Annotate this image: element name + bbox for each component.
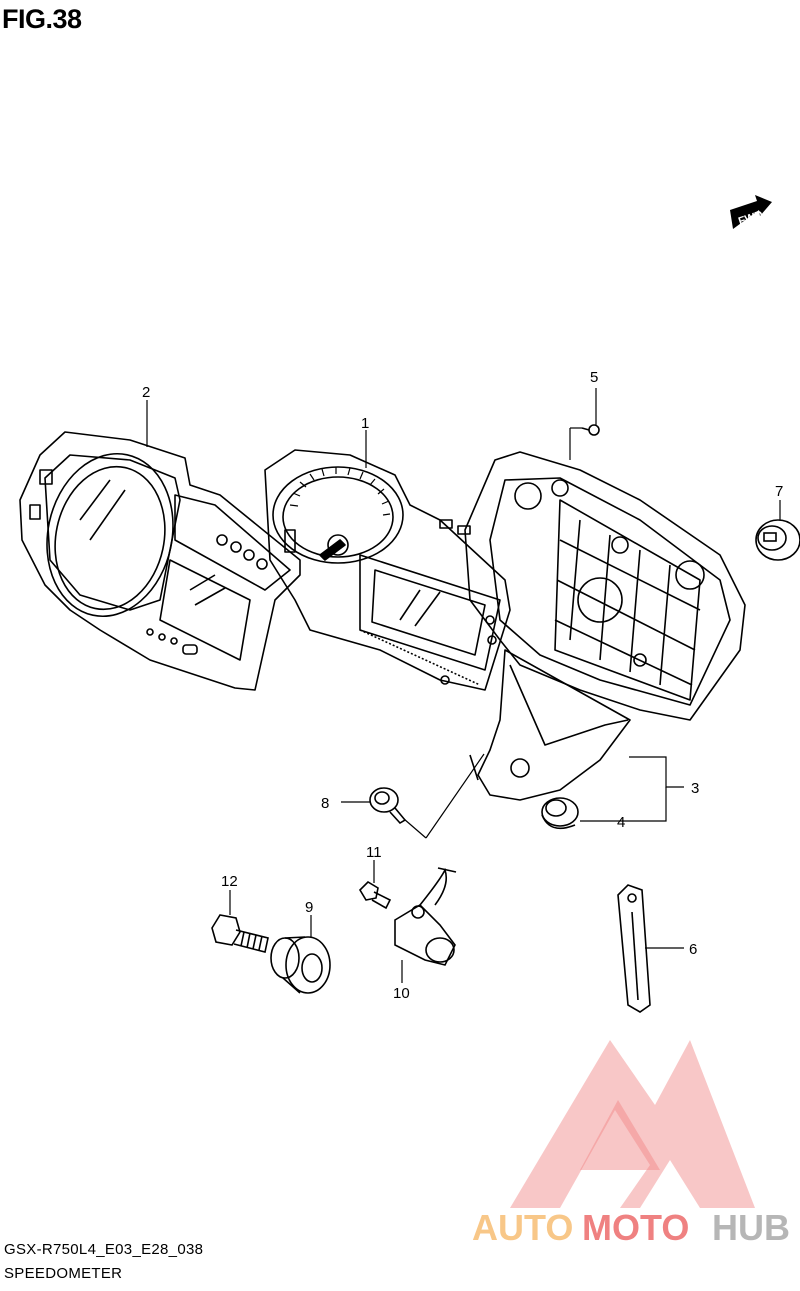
- bolt-long-part: [211, 914, 269, 953]
- fwd-arrow-icon: FWD: [730, 195, 772, 229]
- callout-5: 5: [590, 369, 598, 386]
- callout-9: 9: [305, 899, 313, 916]
- screw-part: [581, 424, 600, 436]
- model-code: GSX-R750L4_E03_E28_038: [4, 1241, 204, 1258]
- section-name: SPEEDOMETER: [4, 1265, 123, 1282]
- callout-3: 3: [691, 780, 699, 797]
- automotohub-logo-icon: AUTO MOTO HUB: [472, 1040, 790, 1248]
- speedometer-assembly-part: [264, 449, 511, 691]
- figure-title: FIG.38: [2, 4, 82, 34]
- callout-8: 8: [321, 795, 329, 812]
- callout-4: 4: [617, 814, 625, 831]
- meter-case-part: [464, 451, 746, 801]
- callout-12: 12: [221, 873, 238, 890]
- callout-1: 1: [361, 415, 369, 432]
- callout-6: 6: [689, 941, 697, 958]
- cushion-part: [755, 519, 800, 561]
- speed-sensor-part: [394, 867, 457, 966]
- leader-lines: [146, 388, 781, 983]
- rotor-part: [270, 936, 331, 994]
- sensor-screw-part: [358, 880, 392, 910]
- callout-11: 11: [366, 844, 382, 861]
- logo-part-auto: AUTO: [472, 1207, 573, 1248]
- callout-10: 10: [393, 985, 410, 1002]
- grommet-part: [541, 797, 579, 830]
- callout-2: 2: [142, 384, 150, 401]
- bolt-part: [369, 787, 407, 825]
- meter-cover-part: [19, 431, 301, 691]
- logo-part-hub: HUB: [712, 1207, 790, 1248]
- strap-part: [617, 884, 651, 1013]
- logo-part-moto: MOTO: [582, 1207, 689, 1248]
- callout-7: 7: [775, 483, 783, 500]
